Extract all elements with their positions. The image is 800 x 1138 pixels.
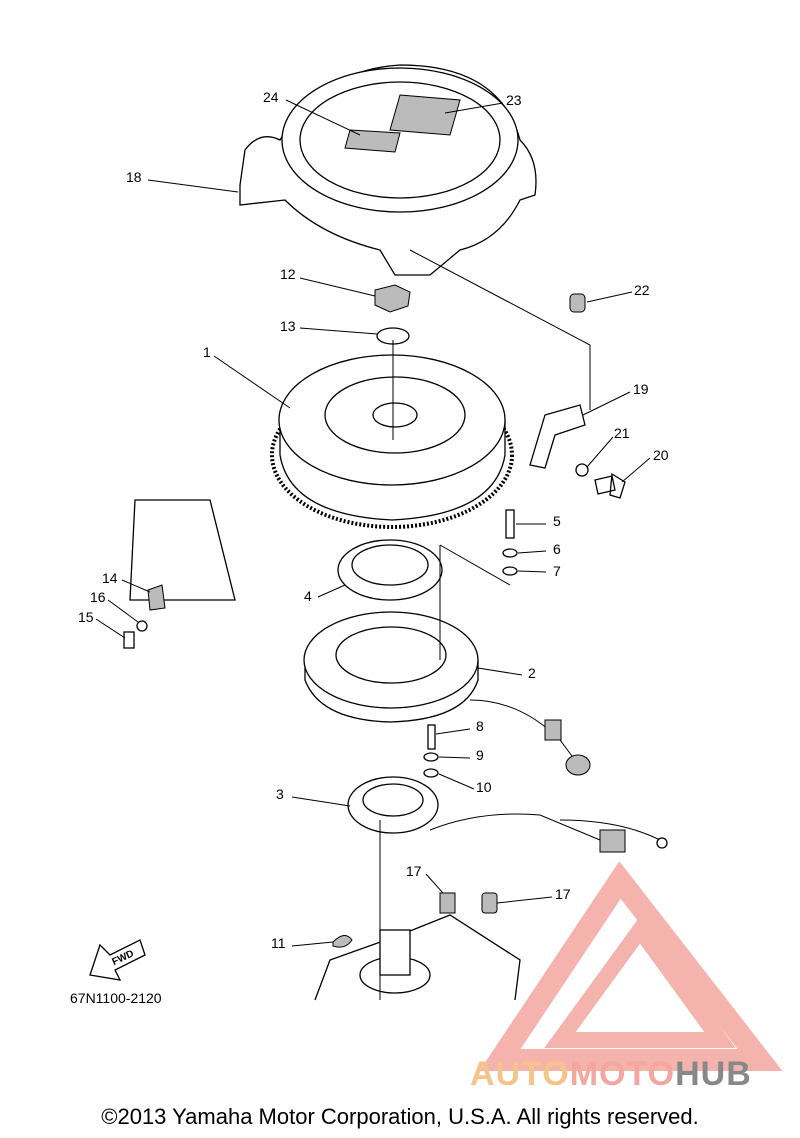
callout-11: 11 — [271, 935, 286, 951]
bolt-8 — [427, 724, 436, 750]
nut — [374, 284, 411, 313]
washer-7 — [502, 566, 518, 576]
callout-20: 20 — [653, 447, 669, 463]
callout-22: 22 — [634, 282, 650, 298]
watermark-auto: AUTO — [470, 1055, 570, 1093]
washer-9 — [423, 752, 439, 762]
washer-6 — [502, 548, 518, 558]
engine-block — [314, 914, 521, 1001]
callout-18: 18 — [126, 169, 142, 185]
callout-8: 8 — [476, 718, 484, 734]
cap — [439, 892, 456, 914]
flywheel — [270, 354, 514, 529]
callout-7: 7 — [553, 563, 561, 579]
callout-15: 15 — [78, 609, 94, 625]
callout-16: 16 — [90, 589, 106, 605]
washer-16 — [136, 620, 148, 632]
flywheel-cover — [239, 64, 537, 276]
washer-21 — [575, 463, 589, 477]
callout-2: 2 — [528, 665, 536, 681]
callout-12: 12 — [280, 266, 296, 282]
bracket — [529, 404, 586, 469]
callout-1: 1 — [203, 344, 211, 360]
woodruff-key — [332, 935, 353, 948]
watermark-hub: HUB — [675, 1055, 752, 1093]
copyright-notice: ©2013 Yamaha Motor Corporation, U.S.A. A… — [101, 1104, 699, 1129]
bolt-20 — [594, 472, 626, 499]
watermark-text: AUTOMOTOHUB — [470, 1055, 752, 1094]
bolt-15 — [123, 631, 135, 649]
cap — [481, 892, 498, 914]
callout-13: 13 — [280, 318, 296, 334]
callout-23: 23 — [506, 92, 522, 108]
washer-10 — [423, 768, 439, 778]
callout-3: 3 — [276, 786, 284, 802]
watermark-moto: MOTO — [569, 1055, 676, 1093]
bolt-5 — [505, 509, 515, 539]
pulser-coil — [347, 776, 668, 853]
callout-17: 17 — [406, 863, 422, 879]
callout-21: 21 — [614, 425, 630, 441]
callout-9: 9 — [476, 747, 484, 763]
callout-6: 6 — [553, 541, 561, 557]
leader-lines — [95, 99, 651, 1000]
stator — [303, 611, 591, 776]
diagram-code: 67N1100-2120 — [70, 990, 162, 1006]
grommet — [569, 293, 586, 313]
callout-14: 14 — [102, 570, 118, 586]
callout-24: 24 — [263, 89, 279, 105]
callout-17: 17 — [555, 886, 571, 902]
callout-19: 19 — [633, 381, 649, 397]
callout-4: 4 — [304, 588, 312, 604]
watermark-logo — [479, 861, 783, 1071]
fwd-arrow-icon: FWD — [89, 939, 146, 981]
callout-5: 5 — [553, 513, 561, 529]
mounting-plate — [129, 499, 236, 601]
callout-10: 10 — [476, 779, 492, 795]
clip — [147, 584, 166, 611]
